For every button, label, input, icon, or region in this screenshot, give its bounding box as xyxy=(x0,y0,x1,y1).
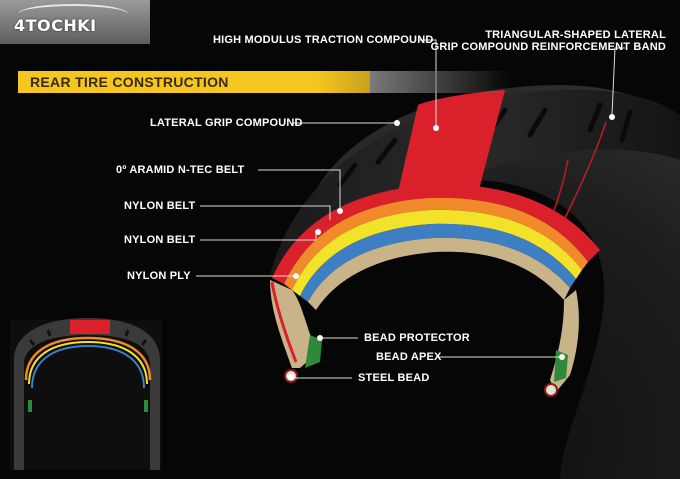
label-triangular-line1: TRIANGULAR-SHAPED LATERAL xyxy=(485,29,666,41)
leader-aramid xyxy=(258,169,341,210)
thumbnail-cross-section xyxy=(10,318,162,470)
traction-compound-stripe xyxy=(395,90,505,205)
layer-nylon-belt-orange xyxy=(284,197,588,290)
logo-arc-icon xyxy=(18,4,128,24)
leader-lines xyxy=(196,39,625,379)
label-bead-protector: BEAD PROTECTOR xyxy=(364,332,470,344)
title-bar-tail xyxy=(370,71,510,93)
label-nylon-belt-1: NYLON BELT xyxy=(124,200,196,212)
layer-traction-compound xyxy=(272,184,600,284)
thumbnail-red xyxy=(70,320,110,334)
leader-dots xyxy=(288,114,615,380)
label-lateral-grip: LATERAL GRIP COMPOUND xyxy=(150,117,303,129)
leader-nylon-belt-1 xyxy=(200,205,331,220)
label-bead-apex: BEAD APEX xyxy=(376,351,442,363)
title-bar xyxy=(18,71,370,93)
layer-nylon-belt-yellow xyxy=(292,209,582,296)
thumbnail-outer xyxy=(14,318,160,470)
layer-stack xyxy=(272,184,600,310)
label-aramid: 0º ARAMID N-TEC BELT xyxy=(116,164,245,176)
label-nylon-belt-2: NYLON BELT xyxy=(124,234,196,246)
leader-triangular xyxy=(611,47,625,116)
label-triangular-line2: GRIP COMPOUND REINFORCEMENT BAND xyxy=(430,41,666,53)
tread-surface xyxy=(270,89,680,275)
bead-protector-shape xyxy=(305,335,322,368)
left-sidewall-layers xyxy=(270,281,298,363)
label-steel-bead: STEEL BEAD xyxy=(358,372,430,384)
logo-text: 4TOCHKI xyxy=(14,16,97,35)
leader-nylon-belt-2 xyxy=(200,232,317,241)
label-nylon-ply: NYLON PLY xyxy=(127,270,191,282)
layer-nylon-ply xyxy=(300,223,576,302)
layer-inner-liner xyxy=(308,237,570,310)
label-triangular: TRIANGULAR-SHAPED LATERAL GRIP COMPOUND … xyxy=(431,29,666,53)
leader-high-modulus xyxy=(418,39,437,128)
right-steel-bead xyxy=(544,383,558,397)
site-logo[interactable]: 4TOCHKI xyxy=(0,0,150,44)
page-title: REAR TIRE CONSTRUCTION xyxy=(30,74,229,90)
left-sidewall-section xyxy=(270,280,318,368)
label-high-modulus: HIGH MODULUS TRACTION COMPOUND xyxy=(213,34,434,46)
